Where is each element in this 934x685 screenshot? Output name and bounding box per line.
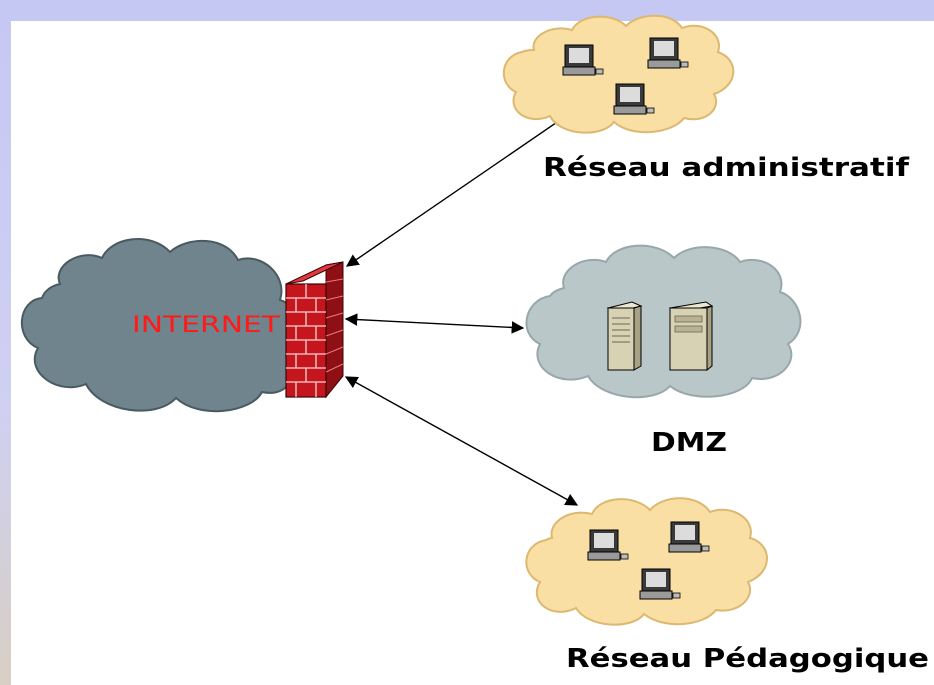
cloud-icon: [502, 14, 735, 134]
admin-network-label: Réseau administratif: [543, 153, 910, 183]
peda-network: Réseau Pédagogique: [525, 497, 929, 674]
arrow-to-peda: [344, 376, 579, 506]
internet-label: INTERNET: [132, 313, 281, 338]
cloud-icon: [525, 244, 802, 399]
admin-network: Réseau administratif: [502, 14, 910, 183]
firewall-icon: [285, 261, 344, 399]
arrow-to-admin: [345, 115, 568, 267]
server-icon: [606, 301, 643, 371]
server-icon: [668, 301, 714, 372]
cloud-icon: [525, 497, 768, 626]
peda-network-label: Réseau Pédagogique: [566, 644, 929, 674]
arrow-to-dmz: [344, 313, 525, 334]
internet-cloud: INTERNET: [21, 238, 302, 413]
firewall: [285, 261, 344, 399]
dmz-label: DMZ: [651, 428, 727, 458]
dmz-network: DMZ: [525, 244, 802, 458]
